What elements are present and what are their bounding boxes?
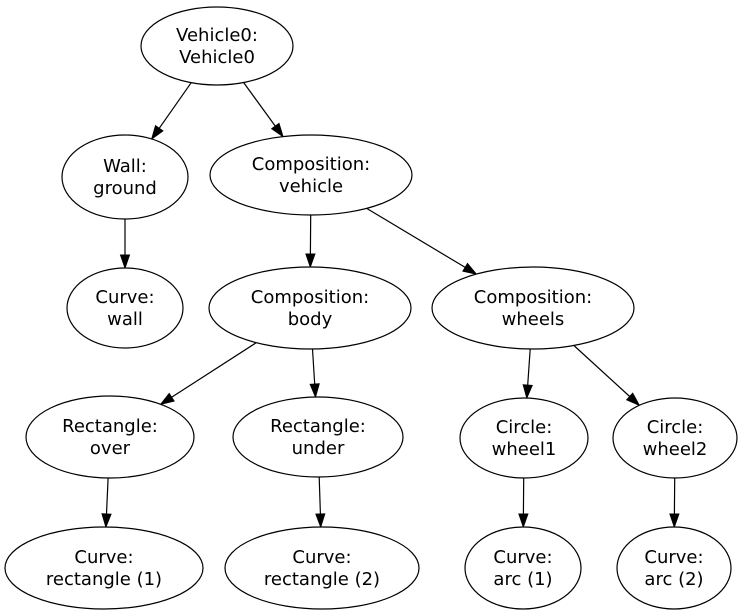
node-curve-rectangle-2: Curve:rectangle (2) (224, 526, 420, 610)
node-ellipse (464, 526, 582, 610)
node-composition-wheels: Composition:wheels (431, 266, 635, 350)
edge-line (573, 345, 631, 397)
arrowhead-icon (669, 513, 680, 529)
node-curve-wall: Curve:wall (66, 267, 184, 349)
edge-composition-body-to-rectangle-over (159, 342, 257, 406)
node-label-line1: Curve: (644, 547, 703, 568)
node-label-line1: Composition: (252, 154, 370, 175)
node-label-line1: Curve: (493, 547, 552, 568)
node-label-line2: over (90, 438, 131, 459)
edge-vehicle0-to-wall-ground (150, 82, 192, 141)
edge-rectangle-under-to-curve-rectangle-2 (315, 476, 326, 529)
node-curve-rectangle-1: Curve:rectangle (1) (4, 526, 204, 610)
node-label-line1: Curve: (74, 547, 133, 568)
edge-composition-vehicle-to-composition-body (305, 214, 316, 269)
node-curve-arc-2: Curve:arc (2) (616, 526, 732, 610)
arrowhead-icon (309, 383, 320, 399)
node-ellipse (208, 266, 412, 350)
edge-line (243, 82, 276, 127)
edge-line (366, 207, 466, 268)
edge-composition-vehicle-to-composition-wheels (366, 207, 478, 275)
arrowhead-icon (305, 253, 316, 269)
arrowhead-icon (101, 513, 112, 529)
node-label-line1: Circle: (647, 417, 704, 438)
node-label-line1: Composition: (474, 287, 592, 308)
node-ellipse (612, 397, 738, 479)
node-composition-body: Composition:body (208, 266, 412, 350)
node-label-line2: wheel2 (643, 439, 708, 460)
node-label-line2: wheels (502, 309, 565, 330)
arrowhead-icon (462, 262, 478, 275)
edge-line (527, 348, 531, 386)
node-ellipse (232, 396, 404, 478)
edge-composition-body-to-rectangle-under (309, 348, 320, 399)
arrowhead-icon (315, 513, 326, 529)
node-ellipse (140, 6, 294, 86)
node-ellipse (4, 526, 204, 610)
node-ellipse (25, 395, 195, 479)
arrowhead-icon (522, 384, 533, 400)
edge-line (105, 477, 109, 515)
node-label-line1: Wall: (103, 156, 147, 177)
edge-circle-wheel2-to-curve-arc-2 (669, 477, 680, 529)
node-label-line1: Composition: (251, 287, 369, 308)
edge-rectangle-over-to-curve-rectangle-1 (101, 477, 112, 529)
arrowhead-icon (119, 254, 131, 270)
node-label-line2: rectangle (2) (264, 569, 380, 590)
node-label-line1: Curve: (292, 547, 351, 568)
node-wall-ground: Wall:ground (61, 134, 189, 220)
arrowhead-icon (518, 513, 529, 529)
node-label-line2: body (288, 309, 333, 330)
edge-circle-wheel1-to-curve-arc-1 (518, 477, 529, 529)
node-label-line2: Vehicle0 (179, 47, 255, 68)
node-label-line2: vehicle (279, 176, 343, 197)
edge-composition-wheels-to-circle-wheel1 (522, 348, 533, 400)
arrowhead-icon (159, 392, 175, 406)
node-ellipse (209, 134, 413, 216)
node-label-line2: ground (93, 178, 157, 199)
node-label-line2: arc (2) (644, 569, 703, 590)
node-composition-vehicle: Composition:vehicle (209, 134, 413, 216)
node-circle-wheel1: Circle:wheel1 (459, 397, 589, 479)
node-ellipse (616, 526, 732, 610)
node-label-line2: rectangle (1) (46, 569, 162, 590)
arrowhead-icon (150, 124, 164, 141)
node-ellipse (61, 134, 189, 220)
arrowhead-icon (270, 122, 284, 138)
edge-line (158, 82, 192, 129)
node-label-line1: Circle: (496, 417, 553, 438)
node-circle-wheel2: Circle:wheel2 (612, 397, 738, 479)
node-label-line2: arc (1) (493, 569, 552, 590)
node-ellipse (66, 267, 184, 349)
edge-line (311, 348, 316, 385)
edge-composition-wheels-to-circle-wheel2 (573, 345, 641, 407)
node-vehicle0: Vehicle0:Vehicle0 (140, 6, 294, 86)
node-ellipse (459, 397, 589, 479)
node-label-line2: wall (107, 309, 143, 330)
node-label-line2: under (292, 438, 345, 459)
node-rectangle-over: Rectangle:over (25, 395, 195, 479)
node-label-line1: Curve: (95, 287, 154, 308)
arrowhead-icon (625, 392, 641, 407)
edge-line (171, 342, 257, 398)
node-ellipse (224, 526, 420, 610)
node-label-line1: Rectangle: (270, 416, 366, 437)
node-rectangle-under: Rectangle:under (232, 396, 404, 478)
node-label-line2: wheel1 (492, 439, 557, 460)
node-label-line1: Rectangle: (62, 416, 158, 437)
edge-vehicle0-to-composition-vehicle (243, 82, 284, 138)
node-label-line1: Vehicle0: (176, 25, 258, 46)
node-curve-arc-1: Curve:arc (1) (464, 526, 582, 610)
node-ellipse (431, 266, 635, 350)
edge-wall-ground-to-curve-wall (119, 219, 131, 270)
edge-line (318, 476, 321, 515)
